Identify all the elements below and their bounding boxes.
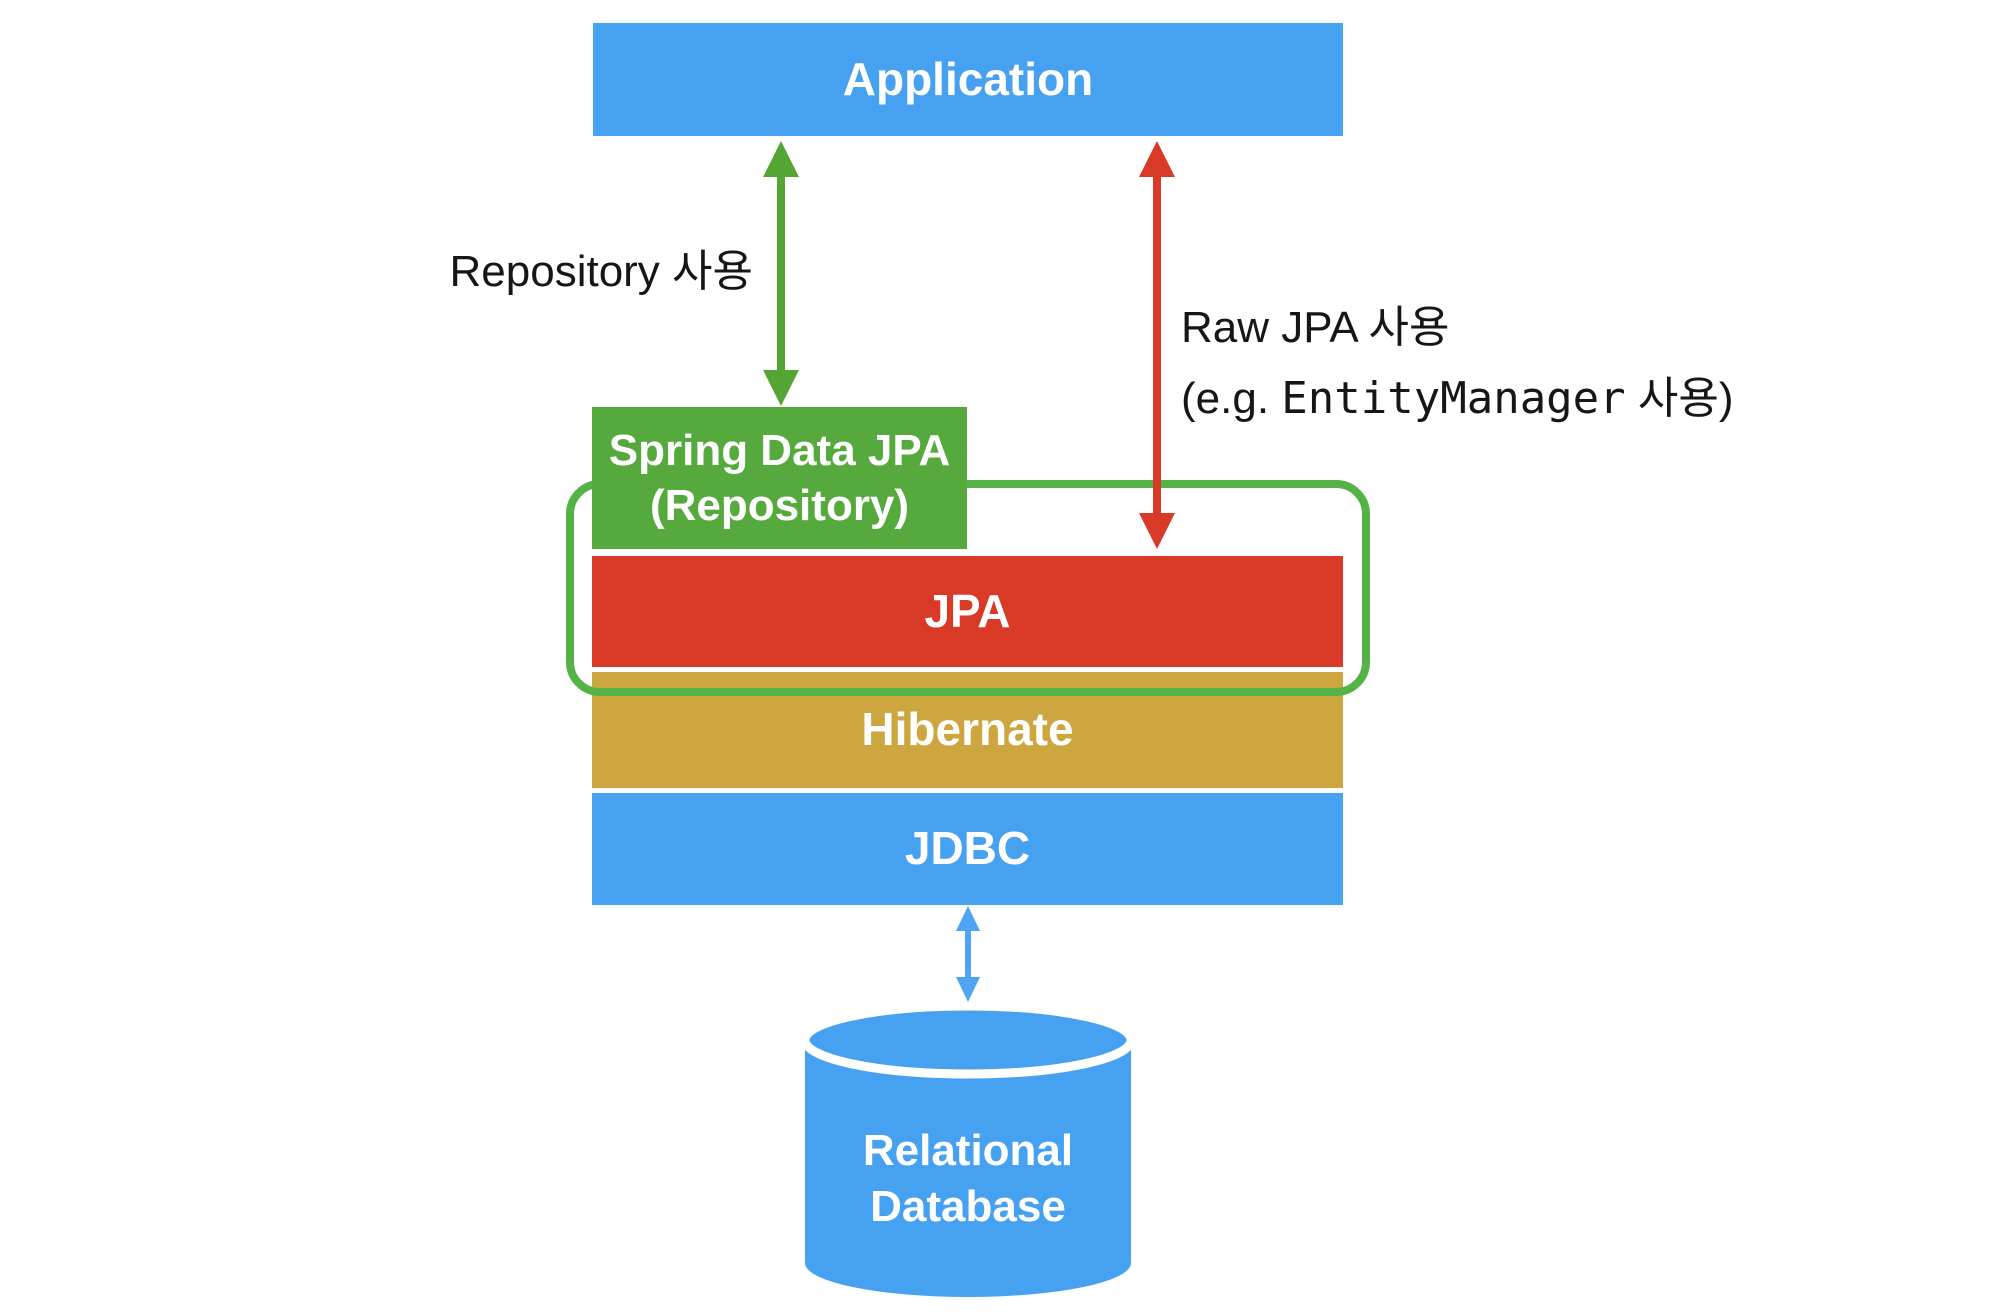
- jdbc-box: [592, 793, 1343, 905]
- repository-usage-arrow: [763, 141, 799, 406]
- jpa-label-text: JPA: [924, 584, 1011, 637]
- raw-jpa-line2-suffix: 사용): [1625, 374, 1734, 423]
- raw-jpa-usage-arrow: [1139, 141, 1175, 549]
- cylinder-top-ellipse: [800, 1001, 1136, 1079]
- database-cylinder: [800, 1001, 1136, 1297]
- hibernate-label-text: Hibernate: [861, 703, 1074, 756]
- raw-jpa-line2-code: EntityManager: [1281, 373, 1626, 424]
- hibernate-label: Hibernate: [592, 672, 1343, 788]
- blue-arrow-head-down: [956, 977, 980, 1002]
- relational-database-label: Relational Database: [805, 1104, 1131, 1254]
- jdbc-label: JDBC: [592, 793, 1343, 905]
- raw-jpa-line2-prefix: (e.g.: [1181, 374, 1282, 423]
- green-arrow-head-down: [763, 370, 799, 406]
- red-arrow-head-down: [1139, 513, 1175, 549]
- green-arrow-head-up: [763, 141, 799, 177]
- jdbc-label-text: JDBC: [904, 822, 1031, 875]
- spring-data-jpa-label: Spring Data JPA (Repository): [592, 407, 967, 549]
- relational-database-label-line1: Relational: [862, 1126, 1074, 1175]
- jpa-group-outline: [566, 480, 1370, 696]
- raw-jpa-usage-line1: Raw JPA 사용: [1181, 303, 1450, 352]
- relational-database-label-line2: Database: [870, 1182, 1066, 1231]
- raw-jpa-usage-line2: (e.g. EntityManager 사용): [1181, 363, 1734, 434]
- blue-arrow-head-up: [956, 906, 980, 931]
- cylinder-body: [805, 1040, 1131, 1297]
- spring-data-jpa-label-line1: Spring Data JPA: [608, 426, 951, 475]
- spring-data-jpa-label-line2: (Repository): [649, 481, 910, 530]
- jdbc-database-arrow: [956, 906, 980, 1002]
- application-label-text: Application: [842, 52, 1094, 105]
- red-arrow-head-up: [1139, 141, 1175, 177]
- jpa-box: [592, 556, 1343, 667]
- repository-usage-annotation: Repository 사용: [449, 247, 754, 296]
- spring-data-jpa-box: [592, 407, 967, 549]
- jpa-label: JPA: [592, 556, 1343, 667]
- raw-jpa-usage-annotation: Raw JPA 사용 (e.g. EntityManager 사용): [1181, 292, 1734, 434]
- application-box: [593, 23, 1343, 136]
- application-label: Application: [593, 23, 1343, 136]
